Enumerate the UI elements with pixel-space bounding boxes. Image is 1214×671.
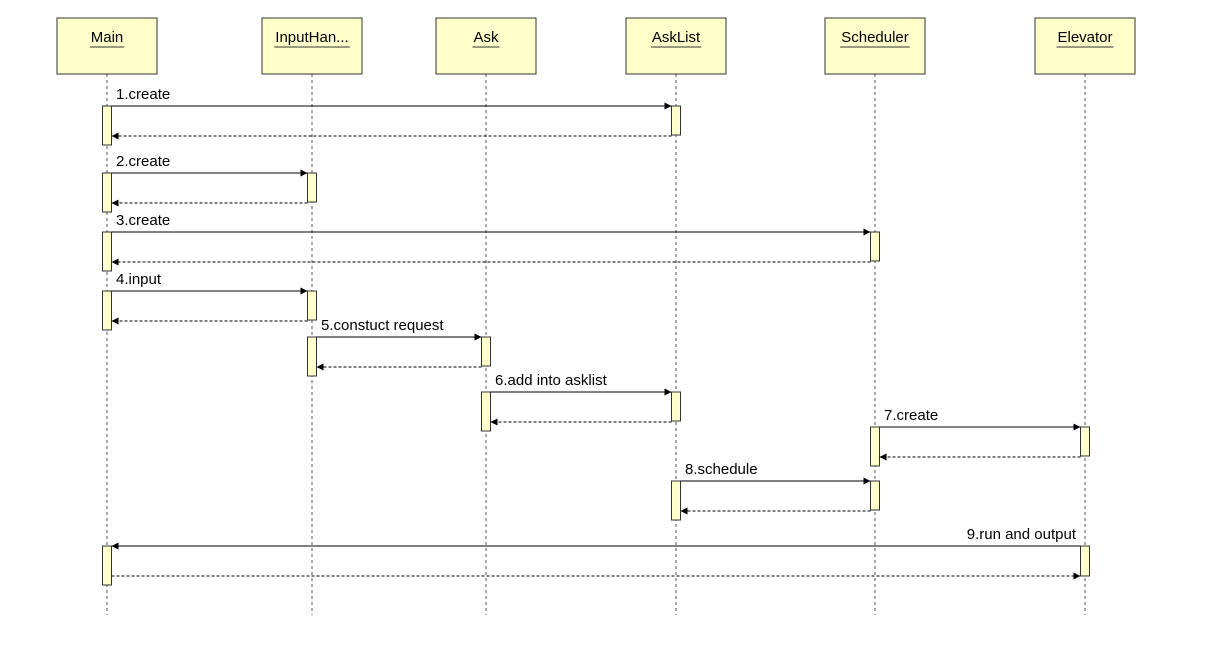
lifeline-box[interactable] bbox=[435, 17, 537, 75]
arrowhead bbox=[664, 102, 672, 110]
lifeline-name: Elevator bbox=[1057, 29, 1112, 46]
message-7: 7.create bbox=[870, 407, 1090, 467]
lifeline-box[interactable] bbox=[261, 17, 363, 75]
lifeline-name: Ask bbox=[473, 29, 499, 46]
activation-bar bbox=[671, 391, 681, 422]
activation-bar bbox=[307, 290, 317, 321]
lifeline-name: Scheduler bbox=[841, 29, 909, 46]
message-label: 1.create bbox=[116, 86, 170, 103]
activation-bar bbox=[1080, 545, 1090, 577]
arrowhead bbox=[863, 477, 871, 485]
lifeline-main: Main bbox=[56, 17, 158, 615]
arrowhead bbox=[111, 542, 119, 550]
message-label: 6.add into asklist bbox=[495, 372, 608, 389]
arrowhead bbox=[300, 287, 308, 295]
arrowhead bbox=[300, 169, 308, 177]
arrowhead bbox=[111, 199, 119, 207]
activation-bar bbox=[1080, 426, 1090, 457]
message-label: 8.schedule bbox=[685, 461, 758, 478]
activation-bar bbox=[870, 426, 880, 467]
activation-bar bbox=[102, 545, 112, 586]
message-4: 4.input bbox=[102, 271, 317, 331]
lifeline-name: InputHan... bbox=[275, 29, 348, 46]
lifeline-box[interactable] bbox=[1034, 17, 1136, 75]
activation-bar bbox=[102, 290, 112, 331]
message-label: 9.run and output bbox=[967, 526, 1077, 543]
arrowhead bbox=[111, 132, 119, 140]
activation-bar bbox=[307, 172, 317, 203]
lifeline-elevator: Elevator bbox=[1034, 17, 1136, 615]
activation-bar bbox=[671, 480, 681, 521]
activation-bar bbox=[870, 480, 880, 511]
message-label: 3.create bbox=[116, 212, 170, 229]
arrowhead bbox=[863, 228, 871, 236]
lifeline-scheduler: Scheduler bbox=[824, 17, 926, 615]
lifeline-input: InputHan... bbox=[261, 17, 363, 615]
lifeline-box[interactable] bbox=[625, 17, 727, 75]
activation-bar bbox=[102, 231, 112, 272]
message-8: 8.schedule bbox=[671, 461, 880, 521]
lifeline-box[interactable] bbox=[56, 17, 158, 75]
activation-bar bbox=[481, 336, 491, 367]
lifeline-name: Main bbox=[91, 29, 124, 46]
activation-bar bbox=[671, 105, 681, 136]
arrowhead bbox=[1073, 572, 1081, 580]
message-label: 4.input bbox=[116, 271, 162, 288]
message-label: 2.create bbox=[116, 153, 170, 170]
message-3: 3.create bbox=[102, 212, 880, 272]
arrowhead bbox=[474, 333, 482, 341]
activation-bar bbox=[102, 105, 112, 146]
activation-bar bbox=[102, 172, 112, 213]
message-6: 6.add into asklist bbox=[481, 372, 681, 432]
activation-bar bbox=[307, 336, 317, 377]
message-5: 5.constuct request bbox=[307, 317, 491, 377]
lifeline-name: AskList bbox=[652, 29, 701, 46]
message-label: 5.constuct request bbox=[321, 317, 444, 334]
arrowhead bbox=[316, 363, 324, 371]
lifeline-box[interactable] bbox=[824, 17, 926, 75]
arrowhead bbox=[680, 507, 688, 515]
message-9: 9.run and output bbox=[102, 526, 1090, 586]
message-label: 7.create bbox=[884, 407, 938, 424]
activation-bar bbox=[870, 231, 880, 262]
arrowhead bbox=[879, 453, 887, 461]
lifeline-asklist: AskList bbox=[625, 17, 727, 615]
arrowhead bbox=[111, 317, 119, 325]
message-2: 2.create bbox=[102, 153, 317, 213]
lifeline-ask: Ask bbox=[435, 17, 537, 615]
arrowhead bbox=[490, 418, 498, 426]
arrowhead bbox=[664, 388, 672, 396]
activation-bar bbox=[481, 391, 491, 432]
arrowhead bbox=[111, 258, 119, 266]
message-1: 1.create bbox=[102, 86, 681, 146]
arrowhead bbox=[1073, 423, 1081, 431]
